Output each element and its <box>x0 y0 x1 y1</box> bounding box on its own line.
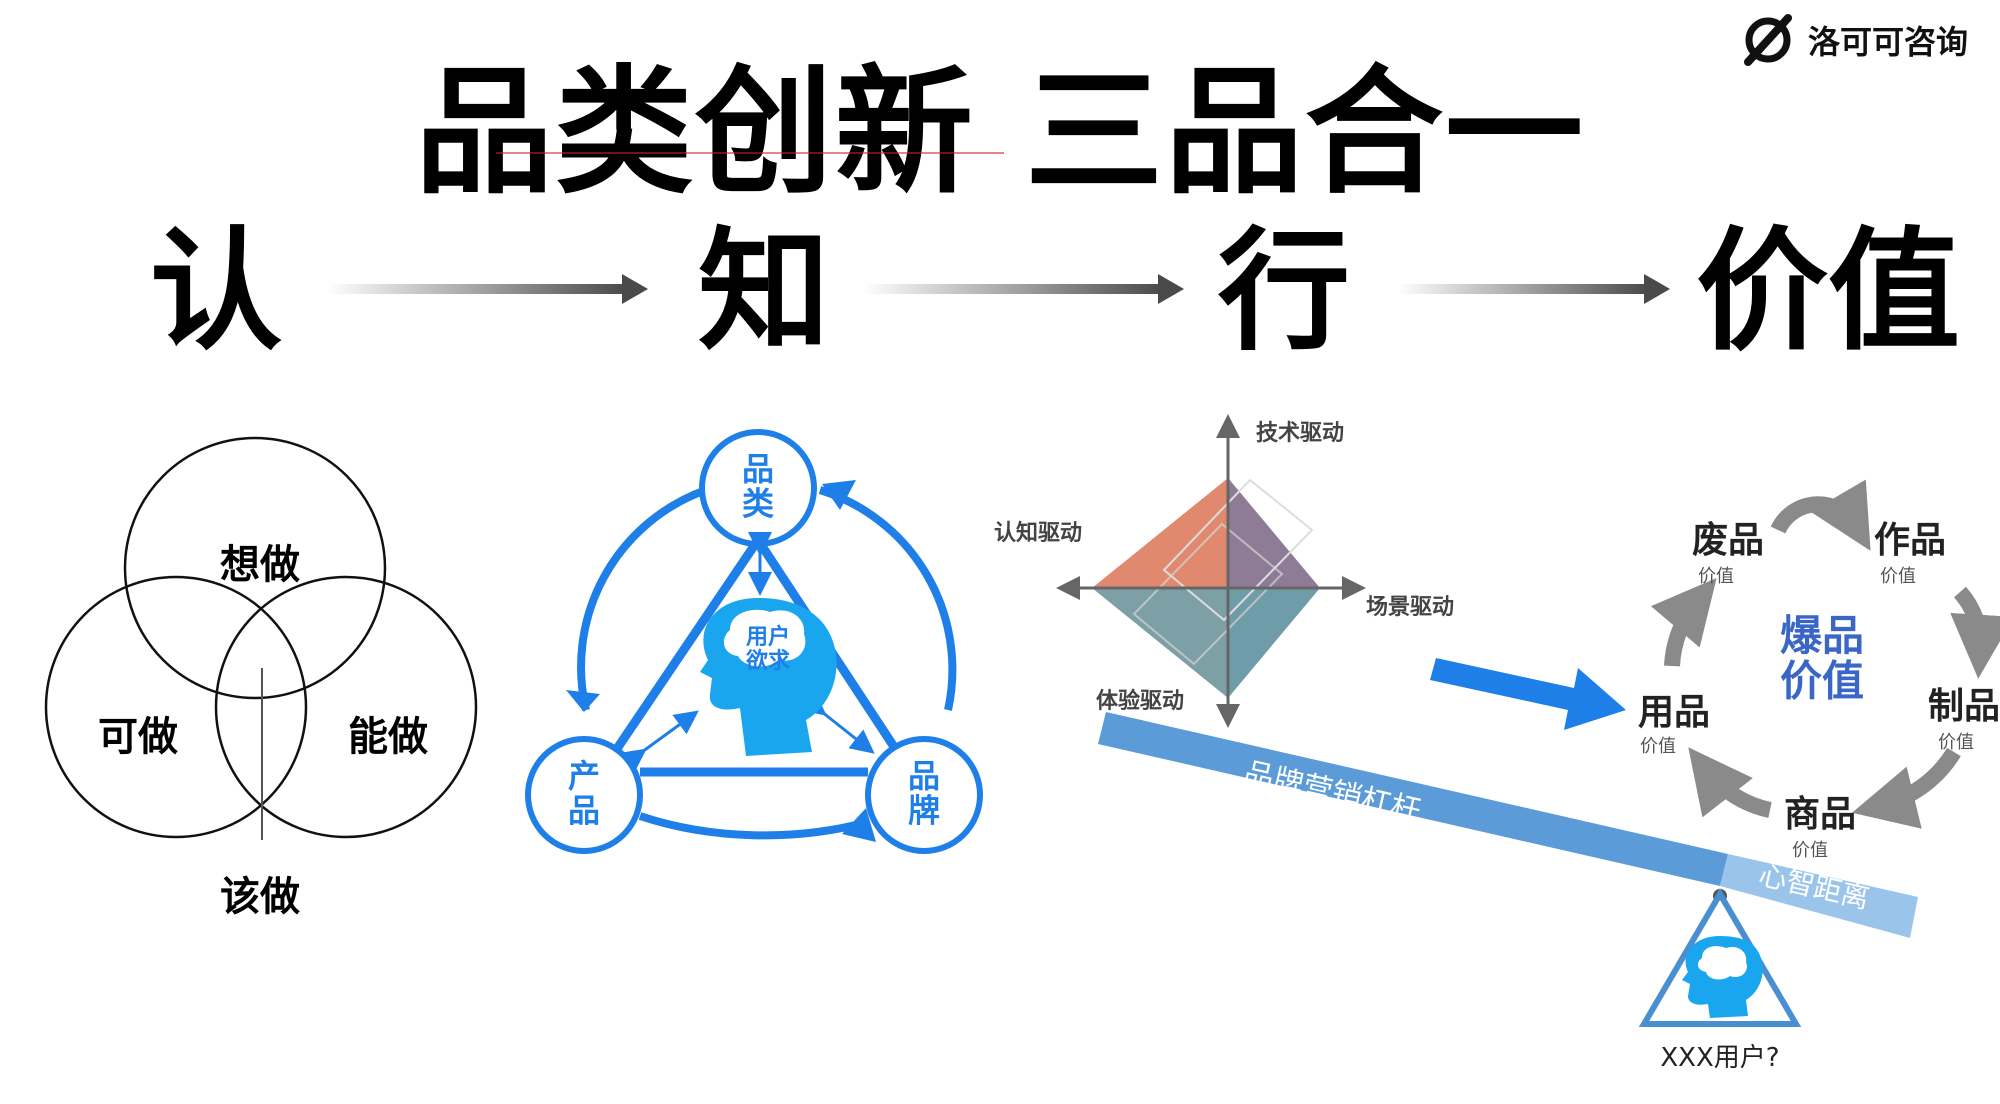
venn-circle-can <box>44 575 308 839</box>
cycle-item-sub: 价值 <box>1938 732 1974 753</box>
text-line: 品 <box>568 792 600 830</box>
arc-arrowhead-left <box>566 690 600 712</box>
cycle-center-label: 爆品价值 <box>1780 611 1864 705</box>
quadrant-fill-cognition <box>1092 478 1228 588</box>
brain-icon <box>1697 946 1747 980</box>
brand-logo: 洛可可咨询 <box>1742 8 1968 72</box>
text-line: 用户 <box>746 624 790 650</box>
axis-label-scene: 场景驱动 <box>1366 595 1454 620</box>
axis-label-tech: 技术驱动 <box>1256 421 1344 446</box>
title-underline <box>496 152 1004 154</box>
link-product-head <box>620 710 699 773</box>
text-line: 产 <box>568 757 600 795</box>
arc-arrowhead-right <box>822 480 856 510</box>
user-desire-label: 用户欲求 <box>745 624 790 674</box>
text-line: 品 <box>908 757 940 795</box>
link-brand-head <box>800 691 875 754</box>
text-line: 爆品 <box>1780 611 1864 660</box>
value-cycle: 废品 价值 作品 价值 制品 价值 商品 价值 用品 价值 爆品价值 <box>1638 479 2000 861</box>
node-product <box>525 736 643 854</box>
node-brand-label: 品牌 <box>908 757 940 830</box>
step-value: 价值 <box>1696 215 1960 369</box>
slashed-circle-logo-icon <box>1744 14 1792 66</box>
quadrant-fill-tech <box>1228 478 1320 588</box>
text-line: 品 <box>742 450 774 488</box>
arc-arrowhead-bottom <box>842 808 876 842</box>
quadrant-fill-scene <box>1228 588 1320 698</box>
cycle-item-sub: 价值 <box>1698 566 1734 587</box>
node-brand <box>865 736 983 854</box>
node-category-label: 品类 <box>742 450 774 523</box>
brand-lever: 品牌营销杠杆 心智距离 XXX用户? <box>1098 712 1918 1073</box>
driver-quadrant: 技术驱动 认知驱动 场景驱动 体验驱动 <box>994 414 1454 728</box>
cycle-item-sub: 价值 <box>1640 736 1676 757</box>
cycle-arrow-1 <box>1770 479 1871 551</box>
page-title: 品类创新 三品合一 <box>414 52 1586 213</box>
lever-end <box>1720 854 1918 938</box>
cycle-item-name: 制品 <box>1928 686 2000 727</box>
step-arrow-1 <box>326 274 648 304</box>
cycle-arrow-4 <box>1688 747 1772 818</box>
axis-label-cognition: 认知驱动 <box>994 520 1082 546</box>
ghost-square-2 <box>1132 522 1284 666</box>
axis-label-experience: 体验驱动 <box>1096 688 1184 714</box>
lever-bar <box>1098 712 1728 886</box>
node-product-label: 产品 <box>568 757 600 830</box>
ghost-square-1 <box>1162 478 1314 622</box>
venn-label-want: 想做 <box>220 542 300 588</box>
cycle-item-sub: 价值 <box>1880 566 1916 587</box>
text-line: 类 <box>742 485 774 523</box>
venn-circle-able <box>214 575 478 839</box>
cycle-item-name: 用品 <box>1638 692 1710 733</box>
venn-label-can: 可做 <box>98 714 178 760</box>
step-arrow-3 <box>1398 274 1670 304</box>
step-recognize: 认 <box>150 215 282 369</box>
text-line: 价值 <box>1780 656 1864 705</box>
big-arrow-icon <box>1430 658 1626 730</box>
brain-icon <box>723 609 806 667</box>
step-act: 行 <box>1218 215 1350 369</box>
step-know: 知 <box>698 215 830 369</box>
cycle-item-sub: 价值 <box>1792 840 1828 861</box>
target-user-label: XXX用户? <box>1660 1043 1779 1073</box>
three-product-diagram: 品类 产品 品牌 用户欲求 <box>525 429 983 854</box>
text-line: 牌 <box>908 792 940 830</box>
cycle-item-name: 商品 <box>1784 794 1856 835</box>
cycle-arrow-3 <box>1852 747 1961 829</box>
venn-diagram: 想做 可做 能做 该做 <box>44 436 478 920</box>
cycle-arrow-2 <box>1950 586 2000 679</box>
cycle-item-name: 作品 <box>1874 520 1946 561</box>
venn-label-should: 该做 <box>220 874 300 920</box>
step-arrow-2 <box>862 274 1184 304</box>
cycle-arc-bottom <box>638 812 870 840</box>
logo-text: 洛可可咨询 <box>1808 23 1969 61</box>
venn-circle-want <box>123 436 387 700</box>
text-line: 欲求 <box>745 648 790 674</box>
cycle-item-name: 废品 <box>1692 520 1764 561</box>
cycle-arc-right <box>818 486 957 711</box>
quadrant-fill-experience <box>1092 588 1228 698</box>
venn-label-able: 能做 <box>348 714 428 760</box>
cycle-arc-left <box>577 486 708 711</box>
cycle-arrow-5 <box>1650 578 1717 667</box>
